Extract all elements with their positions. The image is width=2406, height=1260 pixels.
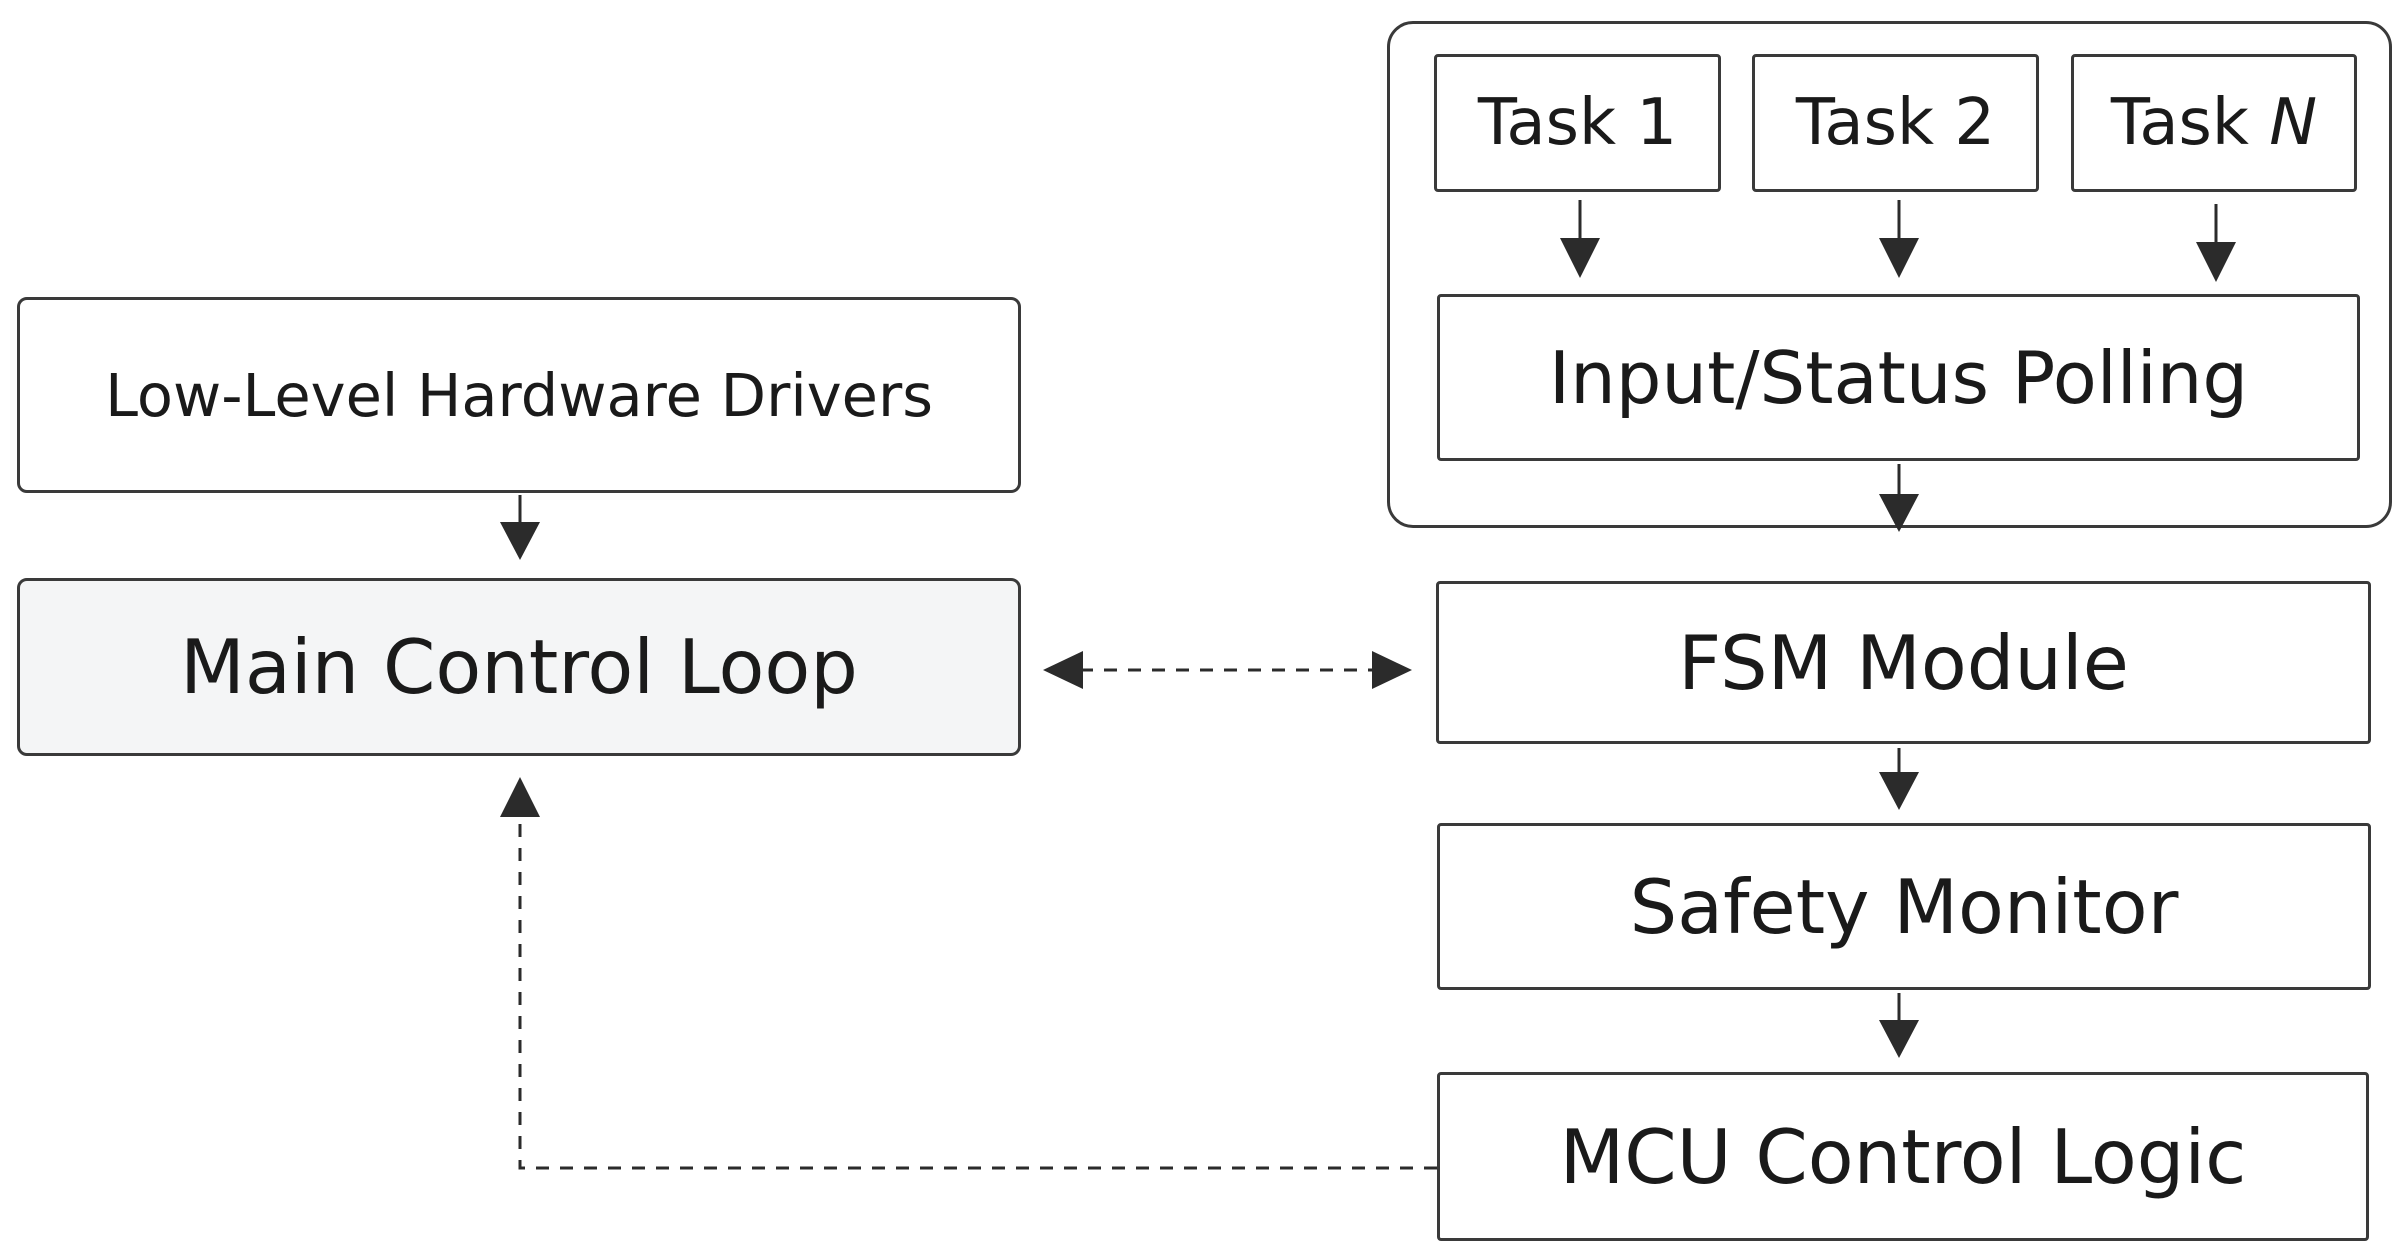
task-n-variable: N bbox=[2269, 86, 2318, 160]
hardware-drivers-label: Low-Level Hardware Drivers bbox=[105, 360, 933, 430]
task-n-label: Task N bbox=[2111, 86, 2317, 160]
input-status-polling-label: Input/Status Polling bbox=[1548, 335, 2249, 420]
arrow-fsm-to-safety bbox=[1879, 748, 1919, 810]
arrow-drivers-to-main-loop bbox=[500, 495, 540, 560]
task-2-box: Task 2 bbox=[1752, 54, 2039, 192]
fsm-module-label: FSM Module bbox=[1678, 618, 2129, 707]
safety-monitor-box: Safety Monitor bbox=[1437, 823, 2371, 990]
main-control-loop-box: Main Control Loop bbox=[17, 578, 1021, 756]
task-n-prefix: Task bbox=[2110, 86, 2249, 160]
fsm-module-box: FSM Module bbox=[1436, 581, 2371, 744]
arrow-main-loop-fsm-bidirectional bbox=[1043, 651, 1412, 689]
task-1-box: Task 1 bbox=[1434, 54, 1721, 192]
hardware-drivers-box: Low-Level Hardware Drivers bbox=[17, 297, 1021, 493]
mcu-control-logic-box: MCU Control Logic bbox=[1437, 1072, 2369, 1241]
main-control-loop-label: Main Control Loop bbox=[180, 623, 858, 711]
task-1-label: Task 1 bbox=[1477, 86, 1678, 160]
task-n-box: Task N bbox=[2071, 54, 2357, 192]
arrow-mcu-to-main-loop-feedback bbox=[500, 777, 1437, 1170]
input-status-polling-box: Input/Status Polling bbox=[1437, 294, 2360, 461]
safety-monitor-label: Safety Monitor bbox=[1629, 862, 2179, 951]
mcu-control-logic-label: MCU Control Logic bbox=[1559, 1112, 2247, 1201]
task-2-label: Task 2 bbox=[1795, 86, 1996, 160]
arrow-safety-to-mcu bbox=[1879, 993, 1919, 1058]
